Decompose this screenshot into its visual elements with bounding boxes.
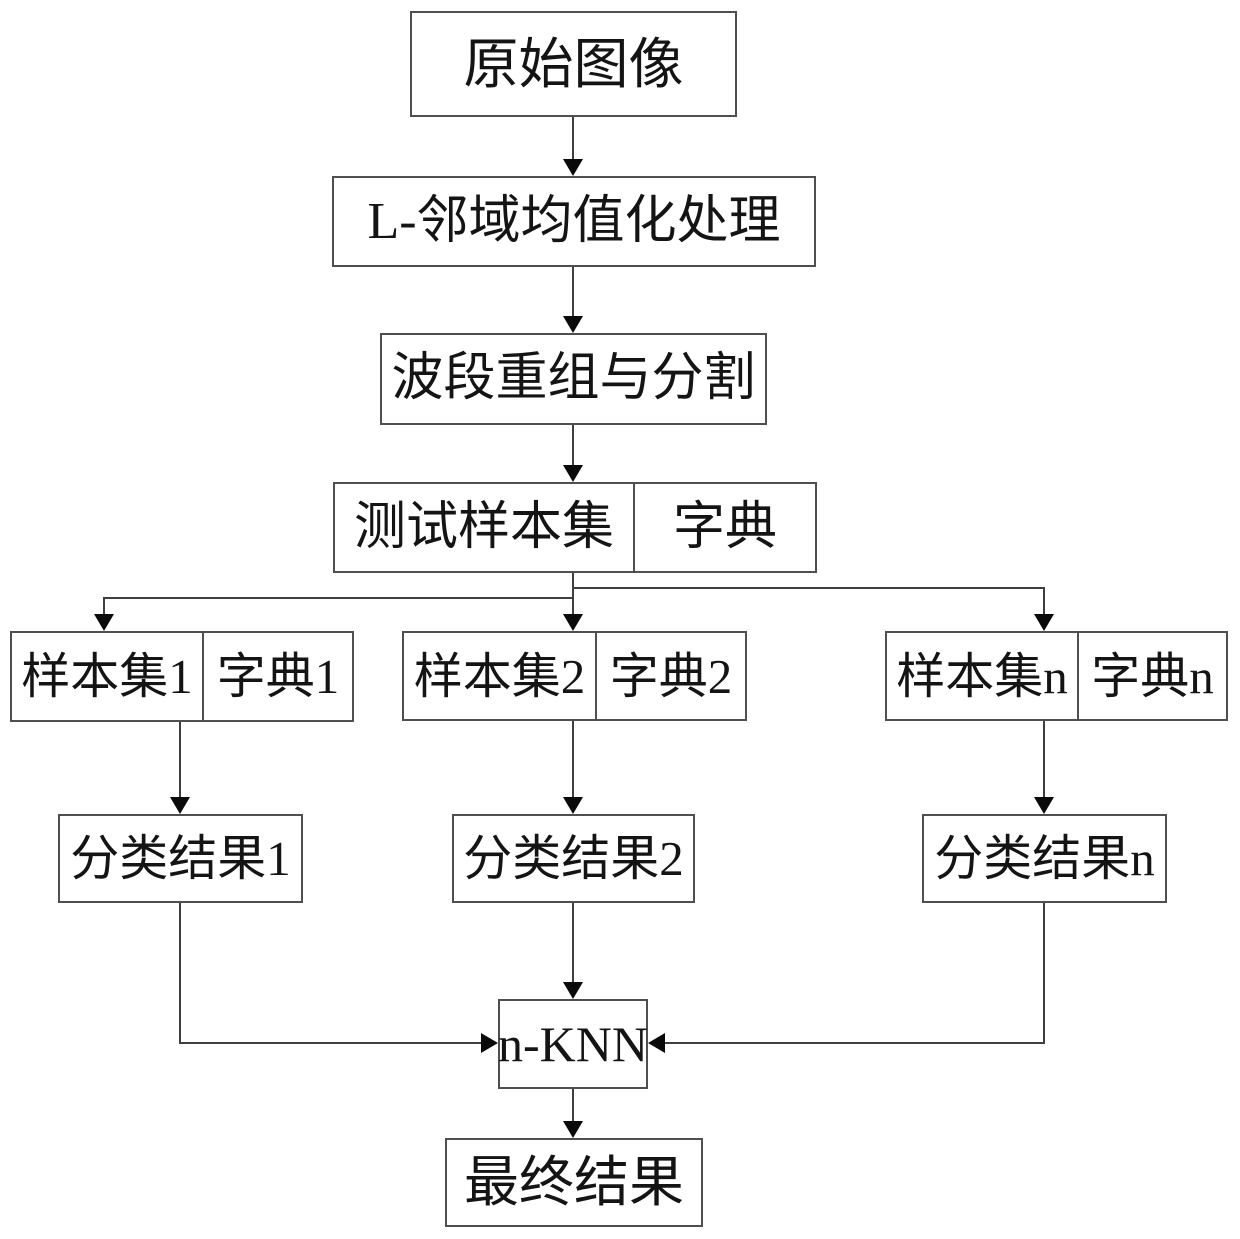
node-sample-set-n-dict-label: 字典n <box>1091 648 1214 704</box>
node-test-sample-set-label: 测试样本集 <box>353 498 614 556</box>
node-test-sample-set-main-cell: 测试样本集 <box>335 484 633 571</box>
node-band-recombination-segmentation-label: 波段重组与分割 <box>391 350 756 407</box>
node-test-sample-set-dict-cell: 字典 <box>633 484 815 571</box>
node-classification-result-2-label: 分类结果2 <box>463 831 684 886</box>
node-sample-set-2-main-cell: 样本集2 <box>404 633 595 719</box>
arrowhead-down-icon <box>563 159 583 176</box>
connector-sample1-to-result1 <box>179 722 181 800</box>
connector-lmean-to-band <box>572 267 574 318</box>
arrowhead-down-icon <box>563 982 583 999</box>
node-sample-set-2-dict-label: 字典2 <box>609 648 733 704</box>
node-sample-set-2-dict-cell: 字典2 <box>595 633 745 719</box>
arrowhead-down-icon <box>563 465 583 482</box>
node-classification-result-1: 分类结果1 <box>58 814 303 903</box>
connector-branch-right <box>572 587 1045 589</box>
node-test-sample-set: 测试样本集 字典 <box>333 482 817 573</box>
arrowhead-down-icon <box>563 1121 583 1138</box>
connector-sample2-to-result2 <box>572 721 574 800</box>
arrowhead-down-icon <box>94 614 114 631</box>
connector-result1-to-knn <box>179 1042 483 1044</box>
arrowhead-down-icon <box>563 316 583 333</box>
arrowhead-down-icon <box>1034 614 1054 631</box>
node-sample-set-1-label: 样本集1 <box>21 649 193 704</box>
node-sample-set-n: 样本集n 字典n <box>885 631 1228 721</box>
node-sample-set-1-dict-label: 字典1 <box>216 649 340 704</box>
connector-drop-sample1 <box>103 597 105 617</box>
arrowhead-down-icon <box>170 797 190 814</box>
node-final-result: 最终结果 <box>445 1138 703 1227</box>
node-sample-set-1-main-cell: 样本集1 <box>12 633 202 720</box>
node-sample-set-2: 样本集2 字典2 <box>402 631 747 721</box>
node-l-neighborhood-averaging: L-邻域均值化处理 <box>332 176 816 267</box>
connector-drop-samplen <box>1043 587 1045 617</box>
node-classification-result-n-label: 分类结果n <box>934 831 1155 886</box>
connector-result2-to-knn <box>572 903 574 985</box>
node-original-image-label: 原始图像 <box>463 33 684 95</box>
connector-band-to-test <box>572 425 574 467</box>
node-classification-result-n: 分类结果n <box>922 814 1167 903</box>
arrowhead-left-icon <box>648 1033 665 1053</box>
connector-knn-to-final <box>572 1089 574 1124</box>
connector-resultn-to-knn <box>664 1042 1045 1044</box>
arrowhead-down-icon <box>1034 797 1054 814</box>
connector-resultn-down <box>1043 903 1045 1044</box>
node-sample-set-n-dict-cell: 字典n <box>1077 633 1226 719</box>
arrowhead-right-icon <box>481 1033 498 1053</box>
node-sample-set-n-label: 样本集n <box>896 648 1068 704</box>
arrowhead-down-icon <box>563 797 583 814</box>
node-l-neighborhood-averaging-label: L-邻域均值化处理 <box>367 192 781 250</box>
connector-original-to-lmean <box>572 117 574 161</box>
connector-branch-left <box>103 597 574 599</box>
connector-samplen-to-resultn <box>1043 721 1045 800</box>
node-classification-result-2: 分类结果2 <box>452 814 695 903</box>
node-original-image: 原始图像 <box>410 11 737 117</box>
node-sample-set-1: 样本集1 字典1 <box>10 631 354 722</box>
node-sample-set-1-dict-cell: 字典1 <box>202 633 352 720</box>
node-n-knn: n-KNN <box>498 999 648 1089</box>
node-test-sample-set-dict-label: 字典 <box>672 498 777 556</box>
node-n-knn-label: n-KNN <box>498 1016 648 1072</box>
node-sample-set-n-main-cell: 样本集n <box>887 633 1077 719</box>
node-final-result-label: 最终结果 <box>463 1152 684 1213</box>
arrowhead-down-icon <box>563 614 583 631</box>
connector-result1-down <box>179 903 181 1044</box>
node-sample-set-2-label: 样本集2 <box>413 648 586 704</box>
connector-test-stem <box>572 573 574 617</box>
node-classification-result-1-label: 分类结果1 <box>70 831 291 886</box>
node-band-recombination-segmentation: 波段重组与分割 <box>380 333 767 425</box>
